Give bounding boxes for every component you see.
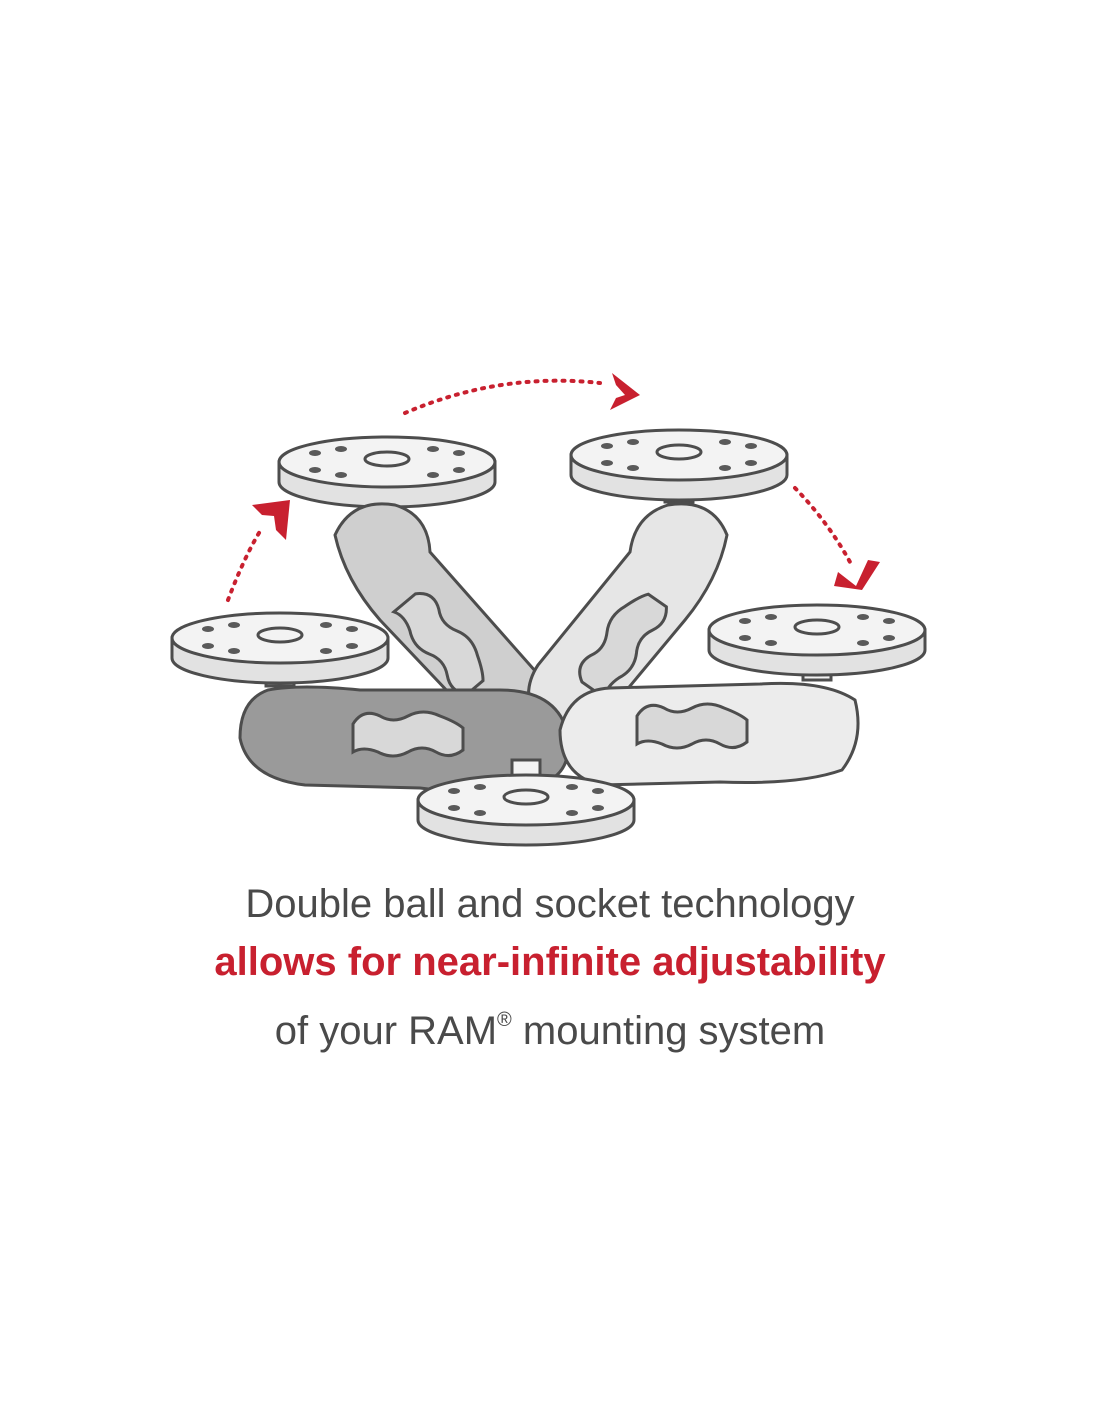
caption-line-3: of your RAM® mounting system bbox=[0, 991, 1100, 1060]
double-socket-arm-icon bbox=[527, 502, 729, 754]
dotted-arrow-icon bbox=[793, 486, 880, 590]
caption-line-2: allows for near-infinite adjustability bbox=[214, 940, 886, 984]
caption-line-1: Double ball and socket technology bbox=[245, 882, 855, 926]
caption-line-3-prefix: of your RAM bbox=[274, 1009, 498, 1053]
caption-line-3-suffix: mounting system bbox=[511, 1009, 826, 1053]
double-socket-arm-icon bbox=[558, 681, 860, 787]
round-plate-icon bbox=[277, 435, 497, 510]
dotted-arrow-icon bbox=[403, 373, 640, 415]
round-plate-icon bbox=[416, 758, 636, 847]
registered-mark: ® bbox=[497, 1009, 512, 1031]
round-plate-icon bbox=[707, 603, 927, 682]
round-plate-icon bbox=[170, 611, 390, 688]
mount-adjustability-illustration bbox=[170, 373, 927, 847]
round-plate-icon bbox=[569, 428, 789, 504]
dotted-arrow-icon bbox=[226, 500, 290, 602]
